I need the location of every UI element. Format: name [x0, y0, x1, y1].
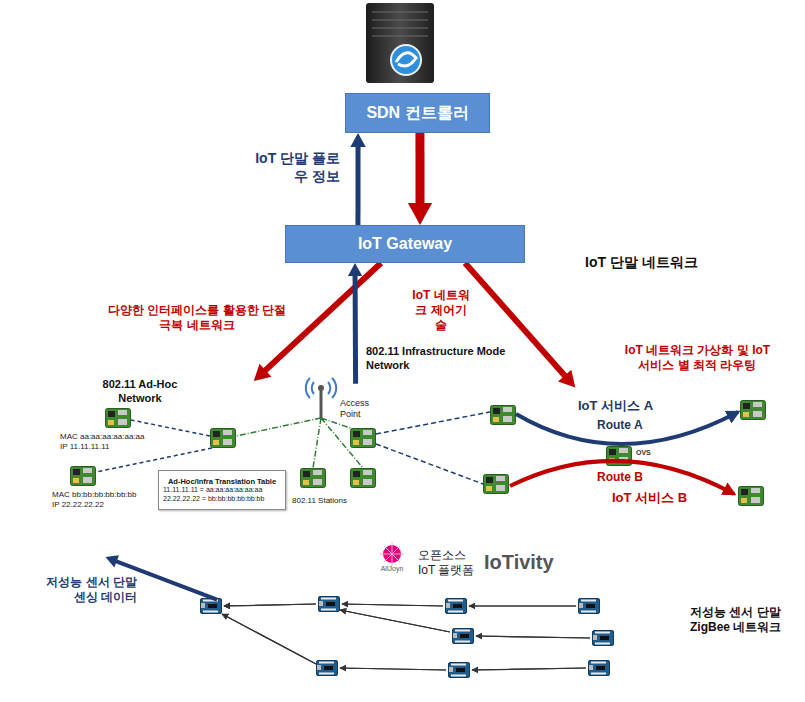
service-link	[376, 412, 490, 434]
sensor-board	[579, 599, 600, 614]
device-board	[351, 429, 376, 448]
network-region-shape	[21, 241, 797, 694]
service-link	[376, 444, 483, 484]
sensor-link	[222, 614, 316, 664]
sensor-link	[342, 604, 443, 606]
sensor-board	[317, 661, 338, 676]
device-label: 802.11 Stations	[292, 496, 347, 506]
callout-text: IoT 네트워크 가상화 및 IoT 서비스 별 최적 라우팅	[620, 343, 775, 373]
service-b-slice-shape	[471, 441, 790, 525]
route-label: Route A	[597, 418, 643, 433]
sensor-board	[319, 597, 340, 612]
route-label: Route B	[597, 470, 643, 485]
zigbee-network-outline	[155, 580, 685, 690]
sensor-board	[449, 663, 470, 678]
connector	[348, 263, 362, 384]
sensor-link	[469, 605, 576, 606]
server-stripes	[372, 12, 428, 36]
server-logo-swirl	[396, 53, 416, 66]
connector	[465, 263, 575, 388]
table-title: Ad-Hoc/Infra Translation Table	[168, 477, 276, 486]
service-a-slice-shape	[471, 386, 790, 470]
address-text: MAC bb:bb:bb:bb:bb:bb IP 22.22.22.22	[52, 490, 142, 510]
box-title: IoT Gateway	[358, 234, 452, 254]
connector	[408, 133, 432, 225]
gateway-box: IoT Gateway	[285, 225, 525, 263]
infra-network-outline	[205, 368, 400, 563]
connector-line	[263, 263, 381, 372]
sensor-link	[340, 610, 450, 632]
device-board	[211, 429, 236, 448]
infra-network: 802.11 Infrastructure Mode NetworkAccess…	[205, 368, 400, 563]
edge-label: 저성능 센서 단말 센싱 데이터	[42, 575, 137, 605]
switch-label: OVS	[636, 449, 651, 458]
sensor-board	[589, 661, 610, 676]
route-arrow	[510, 461, 734, 494]
device-label: Access Point	[340, 398, 378, 421]
region-title: IoT 단말 네트워크	[585, 254, 698, 272]
sensor-board	[453, 629, 474, 644]
sensor-link	[472, 668, 586, 670]
sensor-link	[476, 636, 590, 638]
box-title: SDN 컨트롤러	[366, 103, 468, 123]
connector	[254, 263, 381, 381]
wifi-link	[236, 418, 363, 468]
adhoc-network-shape	[39, 369, 243, 563]
adhoc-link	[96, 448, 212, 472]
server-logo	[391, 45, 421, 75]
service-b-slice: Route B IoT 서비스 B	[470, 440, 790, 525]
access-point-icon	[320, 388, 323, 418]
platform-text: 오픈소스 IoT 플랫폼	[418, 548, 484, 578]
device-board	[351, 469, 376, 488]
sensor-board	[446, 599, 467, 614]
connector-line	[465, 263, 567, 378]
connector	[350, 133, 365, 225]
connector-line	[353, 273, 359, 383]
zigbee-network-shape	[156, 581, 685, 690]
access-point-waves	[306, 378, 336, 398]
service-title: IoT 서비스 A	[578, 398, 653, 414]
sensor-board	[201, 599, 222, 614]
connector-line	[355, 144, 360, 225]
device-board	[484, 475, 509, 494]
callout-text: IoT 네트워크 제어기술	[412, 288, 470, 333]
sensor-links	[222, 604, 590, 670]
device-board	[491, 406, 516, 425]
zigbee-network: 저성능 센서 단말 ZigBee 네트워크	[155, 580, 685, 690]
connector-line	[415, 133, 424, 207]
edge-label: IoT 단말 플로우 정보	[248, 150, 340, 185]
device-board	[301, 469, 326, 488]
device-board	[106, 409, 131, 428]
callout-text: 다양한 인터페이스를 활용한 단절 극복 네트워크	[108, 303, 286, 333]
service-a-slice: IoT 서비스 A Route A	[470, 385, 790, 470]
controller-box: SDN 컨트롤러	[345, 93, 490, 133]
logo-text: AllJoyn	[372, 565, 412, 574]
table-row: 11.11.11.11 = aa:aa:aa:aa:aa:aa	[163, 486, 262, 495]
device-board	[71, 467, 96, 486]
logo-text: IoTivity	[484, 550, 554, 575]
network-title: 저성능 센서 단말 ZigBee 네트워크	[690, 605, 792, 635]
device-board	[741, 401, 766, 420]
network-title: 802.11 Infrastructure Mode Network	[366, 345, 531, 373]
device-board	[739, 487, 764, 506]
sensor-board	[593, 631, 614, 646]
infra-network-shape	[206, 369, 400, 563]
adhoc-network: 802.11 Ad-Hoc NetworkMAC aa:aa:aa:aa:aa:…	[38, 368, 243, 563]
server-icon	[366, 3, 434, 83]
network-title: 802.11 Ad-Hoc Network	[96, 378, 184, 406]
alljoyn-logo-rays	[380, 542, 404, 566]
address-text: MAC aa:aa:aa:aa:aa:aa IP 11.11.11.11	[60, 432, 150, 452]
route-arrow	[516, 412, 738, 444]
sensor-link	[340, 668, 446, 670]
translation-table: Ad-Hoc/Infra Translation Table11.11.11.1…	[158, 470, 286, 510]
sensor-link	[224, 604, 316, 606]
table-row: 22.22.22.22 = bb:bb:bb:bb:bb:bb	[163, 495, 264, 504]
service-title: IoT 서비스 B	[612, 490, 687, 506]
access-point-icon	[318, 385, 324, 391]
